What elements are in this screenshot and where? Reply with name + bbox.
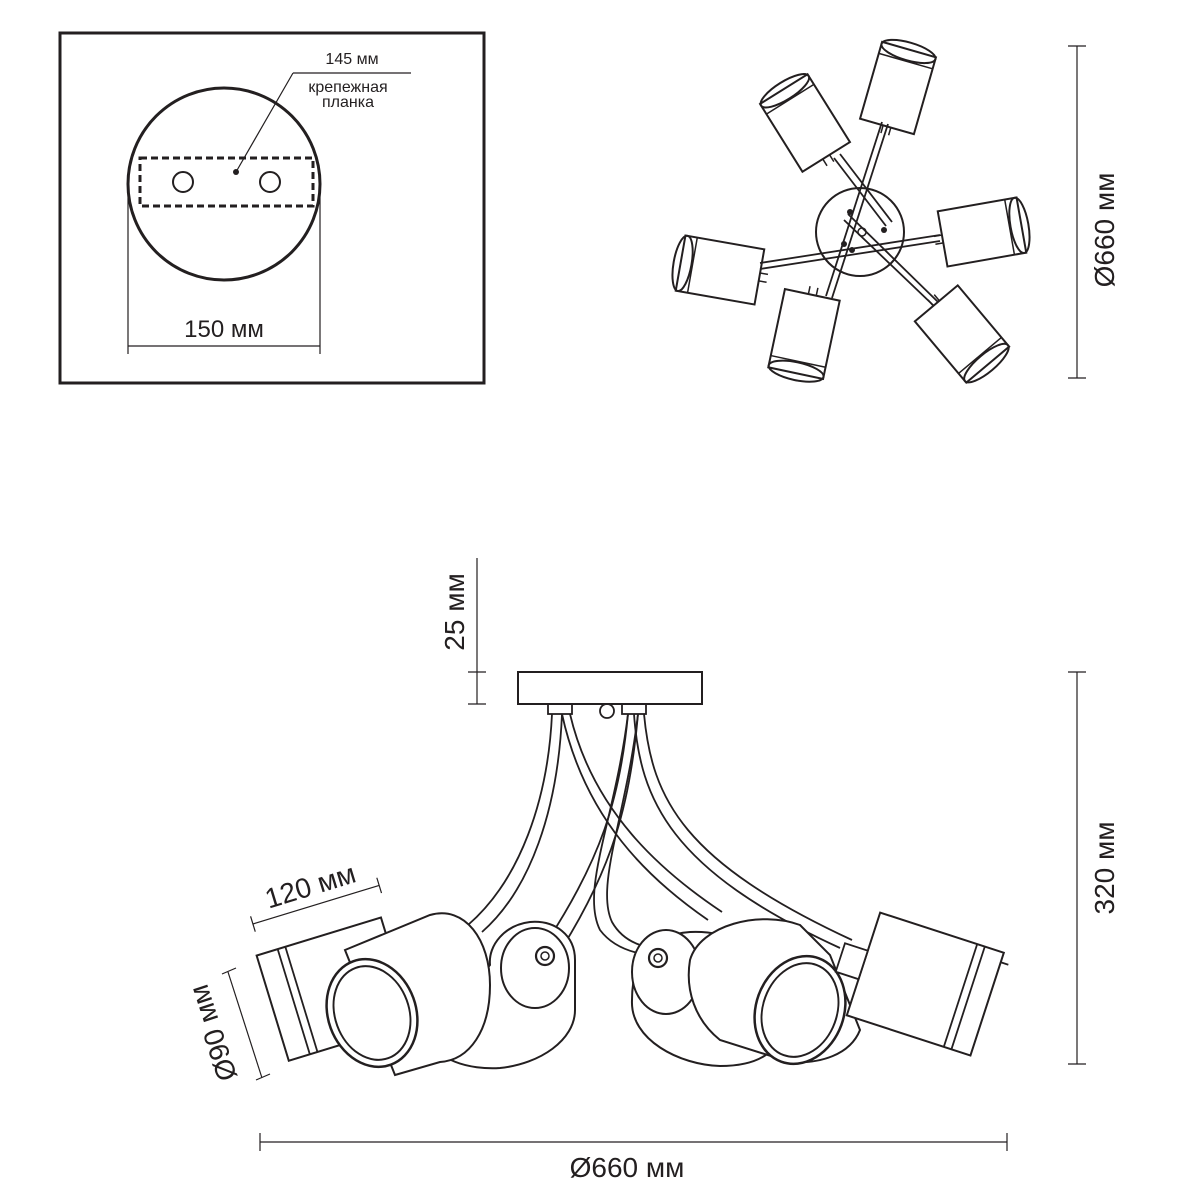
top-shade-6 [913,283,1011,385]
top-diameter-label: Ø660 мм [1089,173,1120,288]
canopy-height-label: 25 мм [439,573,470,650]
side-collar-left [547,703,573,715]
canopy-circle [126,86,322,282]
side-shade-front-left [325,912,492,1077]
detail-frame [58,31,486,385]
top-shade-2 [758,72,852,174]
mount-hole-left [172,171,194,193]
side-collar-right [621,703,647,715]
total-diameter-label: Ø660 мм [570,1152,685,1183]
side-canopy-screw [599,703,615,719]
total-height-label: 320 мм [1089,822,1120,915]
side-canopy [517,671,703,705]
side-view: 25 мм 320 мм 120 мм Ø90 мм Ø660 мм [183,558,1120,1183]
shade-diameter-tick-top [221,967,237,975]
top-arms [759,121,941,307]
mount-detail-panel: 145 мм крепежная планка 150 мм [58,31,486,385]
bracket-leader [235,72,294,173]
side-shade-front-right [687,918,862,1066]
canopy-diameter-label: 150 мм [184,316,264,343]
mount-hole-right [259,171,281,193]
bracket-label-line1: крепежная [308,79,387,96]
bracket-label-line2: планка [322,94,374,111]
top-shade-5 [767,286,841,383]
mounting-bracket [138,156,315,208]
top-arm-joints [841,209,887,253]
top-shade-4 [671,234,769,306]
shade-diameter-tick-bottom [255,1073,271,1081]
bracket-length-label: 145 мм [325,51,378,68]
top-canopy [815,187,905,277]
top-shade-1 [858,38,938,136]
side-arms [467,713,853,957]
shade-length-dim: 120 мм [250,858,383,932]
side-shade-far-right [834,911,1009,1057]
shade-diameter-dim-line [227,971,263,1079]
top-view: Ø660 мм [671,38,1120,385]
top-shade-3 [933,196,1031,268]
shade-diameter-label: Ø90 мм [183,981,243,1085]
